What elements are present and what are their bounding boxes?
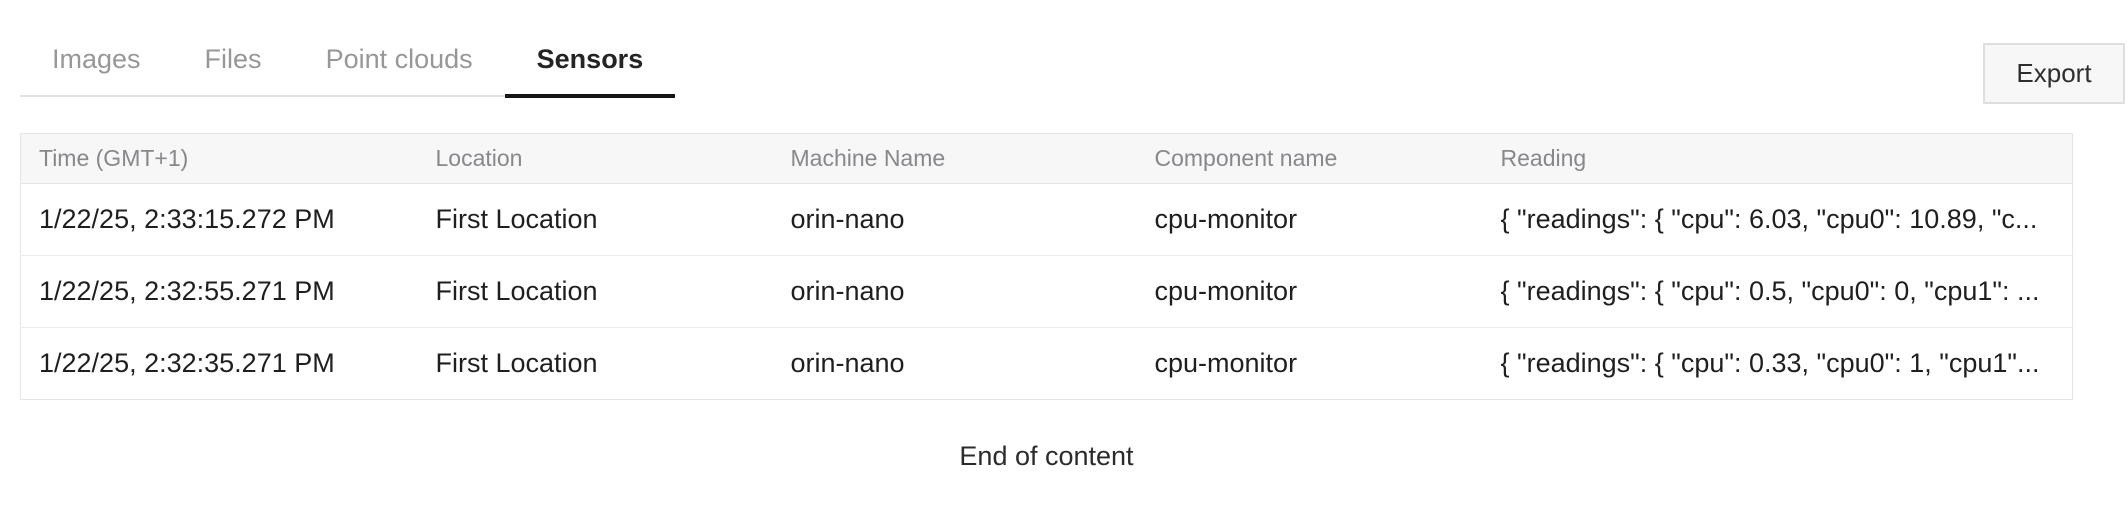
cell-location: First Location — [417, 183, 773, 256]
cell-reading: { "readings": { "cpu": 0.5, "cpu0": 0, "… — [1482, 255, 2073, 328]
cell-location: First Location — [417, 255, 773, 328]
column-header-component-name: Component name — [1136, 133, 1483, 184]
column-header-machine-name: Machine Name — [772, 133, 1137, 184]
cell-machine-name: orin-nano — [790, 348, 905, 378]
tab-images[interactable]: Images — [52, 44, 141, 74]
table-header: Time (GMT+1) Location Machine Name Compo… — [20, 133, 2073, 184]
sensor-data-table: Time (GMT+1) Location Machine Name Compo… — [20, 133, 2073, 400]
cell-time: 1/22/25, 2:32:35.271 PM — [39, 348, 335, 378]
cell-reading: { "readings": { "cpu": 6.03, "cpu0": 10.… — [1482, 183, 2073, 256]
column-header-location: Location — [417, 133, 773, 184]
cell-component-name: cpu-monitor — [1136, 255, 1483, 328]
cell-machine-name: orin-nano — [772, 255, 1137, 328]
tab-point-clouds[interactable]: Point clouds — [325, 44, 473, 74]
cell-location: First Location — [435, 348, 598, 378]
tab-bar: Images Files Point clouds Sensors — [20, 0, 676, 98]
table-row: 1/22/25, 2:32:55.271 PM First Location o… — [20, 255, 2073, 328]
column-header-time: Time (GMT+1) — [20, 133, 418, 184]
cell-reading: { "readings": { "cpu": 0.33, "cpu0": 1, … — [1500, 348, 2040, 378]
table-header-row: Time (GMT+1) Location Machine Name Compo… — [20, 133, 2073, 184]
end-of-content-message: End of content — [959, 441, 1134, 471]
table-row: 1/22/25, 2:32:35.271 PM First Location o… — [21, 328, 2073, 400]
table-row: 1/22/25, 2:33:15.272 PM First Location o… — [20, 183, 2073, 256]
table-body: 1/22/25, 2:33:15.272 PM First Location o… — [20, 183, 2073, 400]
export-button[interactable]: Export — [1983, 43, 2125, 104]
tab-sensors[interactable]: Sensors — [504, 45, 676, 98]
cell-machine-name: orin-nano — [772, 183, 1137, 256]
column-header-reading: Reading — [1482, 133, 2073, 184]
cell-time: 1/22/25, 2:33:15.272 PM — [20, 183, 418, 256]
tab-files[interactable]: Files — [204, 44, 262, 74]
cell-component-name: cpu-monitor — [1136, 183, 1483, 256]
cell-component-name: cpu-monitor — [1154, 348, 1298, 378]
cell-time: 1/22/25, 2:32:55.271 PM — [20, 255, 418, 328]
